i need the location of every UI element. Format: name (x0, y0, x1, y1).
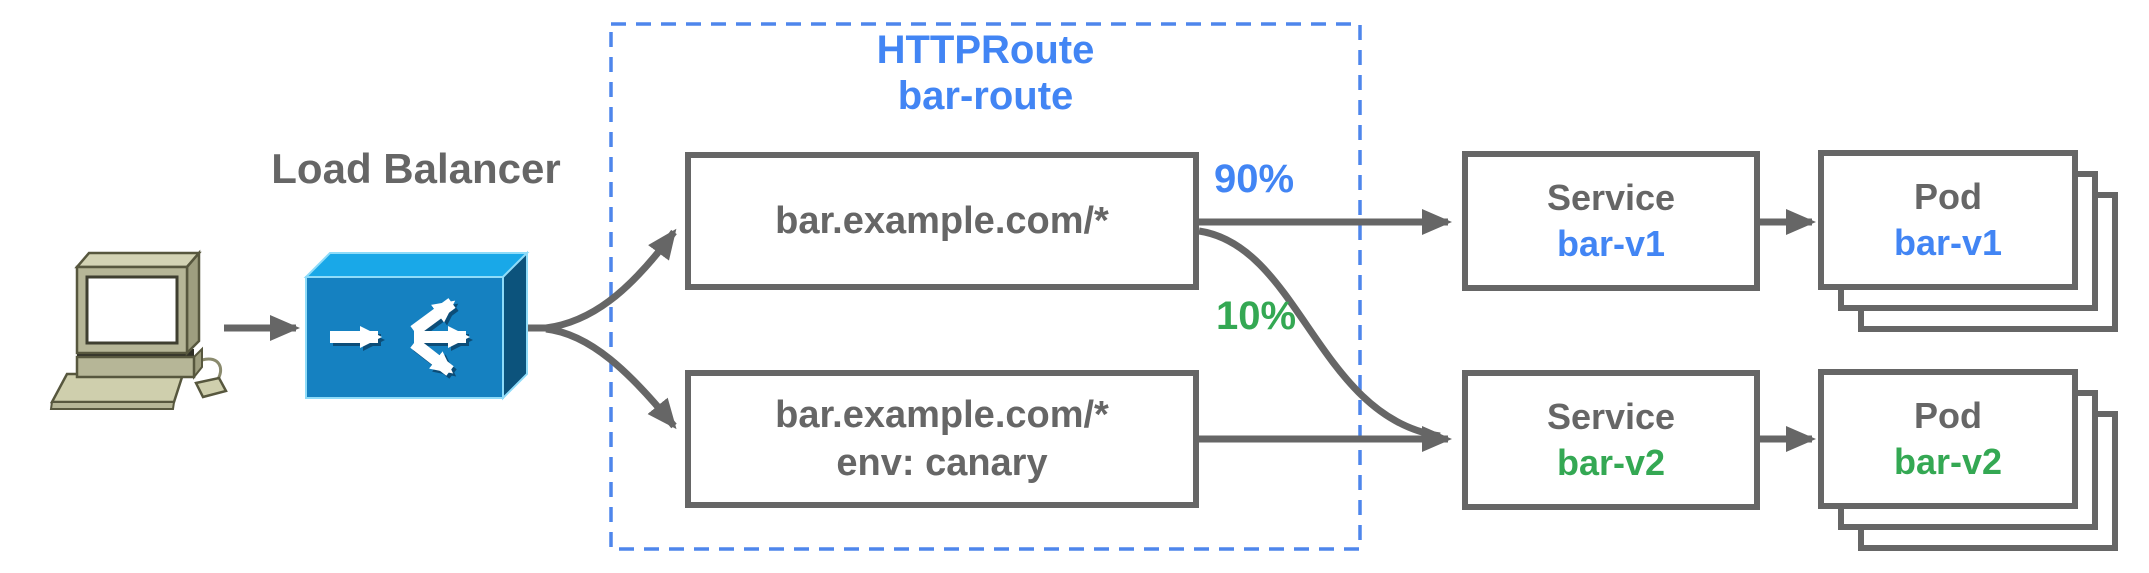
route-rule-2-host: bar.example.com/* (775, 394, 1109, 436)
pod-2-type: Pod (1914, 395, 1982, 436)
weight-label-10: 10% (1216, 294, 1297, 338)
load-balancer-box-icon (303, 250, 530, 401)
arrow-lb-to-rule1 (545, 228, 677, 332)
weight-label-90: 90% (1214, 157, 1295, 201)
service-box-bar-v1: Service bar-v1 (1462, 151, 1760, 291)
service-1-type: Service (1546, 177, 1676, 218)
pod-1-name: bar-v1 (1893, 222, 2003, 263)
route-rule-box-2: bar.example.com/* env: canary (685, 370, 1199, 508)
pod-2-name: bar-v2 (1893, 441, 2003, 482)
httproute-name-label: bar-route (897, 74, 1074, 118)
service-2-type: Service (1546, 396, 1676, 437)
arrow-rule1-to-service2-curve (1198, 227, 1441, 440)
service-1-name: bar-v1 (1556, 223, 1666, 264)
route-rule-1-host: bar.example.com/* (775, 200, 1109, 242)
httproute-title: HTTPRoute bar-route (611, 27, 1360, 119)
traffic-split-glyph (330, 298, 470, 376)
service-box-bar-v2: Service bar-v2 (1462, 370, 1760, 510)
pod-box-bar-v1: Pod bar-v1 (1818, 150, 2078, 290)
pod-1-type: Pod (1914, 176, 1982, 217)
load-balancer-label: Load Balancer (271, 145, 561, 192)
service-2-name: bar-v2 (1556, 442, 1666, 483)
route-rule-box-1: bar.example.com/* (685, 152, 1199, 290)
route-rule-2-header-match: env: canary (836, 442, 1048, 484)
httproute-kind-label: HTTPRoute (876, 28, 1095, 72)
desktop-computer-icon (49, 249, 228, 410)
pod-box-bar-v2: Pod bar-v2 (1818, 369, 2078, 509)
httproute-boundary (609, 22, 1362, 551)
flow-arrows (224, 209, 1816, 452)
arrow-lb-to-rule2 (545, 325, 677, 430)
